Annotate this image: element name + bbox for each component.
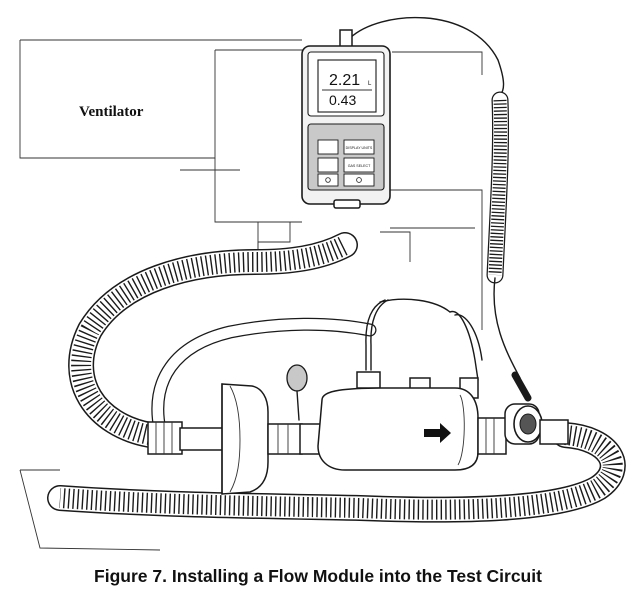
ventilator-label: Ventilator [79, 104, 144, 120]
flow-meter: 2.21 L 0.43 DISPLAY UNITS GAS SELECT [301, 29, 391, 209]
backlight-button[interactable] [343, 173, 375, 187]
corrugated-hose-loop [68, 232, 358, 448]
corrugated-hose-bottom [47, 422, 626, 523]
gas-select-button[interactable] [343, 157, 375, 173]
bypass-tube [151, 317, 377, 437]
sensor-cap [286, 364, 308, 421]
filter [221, 383, 303, 495]
flow-arrow-icon [424, 423, 451, 443]
gas-select-label: GAS SELECT [348, 164, 371, 168]
meter-bottom-value: 0.43 [329, 92, 356, 108]
left-coupling [147, 421, 225, 455]
sensor-tubes [356, 298, 483, 399]
meter-top-value: 2.21 [329, 72, 360, 89]
figure-caption: Figure 7. Installing a Flow Module into … [94, 566, 542, 586]
power-icon [325, 177, 331, 183]
flow-module [299, 387, 507, 471]
meter-top-unit: L [368, 81, 372, 87]
display-units-button[interactable] [343, 139, 375, 155]
right-sensor-plug [504, 403, 569, 445]
display-units-label: DISPLAY UNITS [346, 146, 373, 150]
coiled-cable [349, 16, 532, 402]
sun-icon [356, 177, 362, 183]
power-button[interactable] [317, 173, 339, 187]
